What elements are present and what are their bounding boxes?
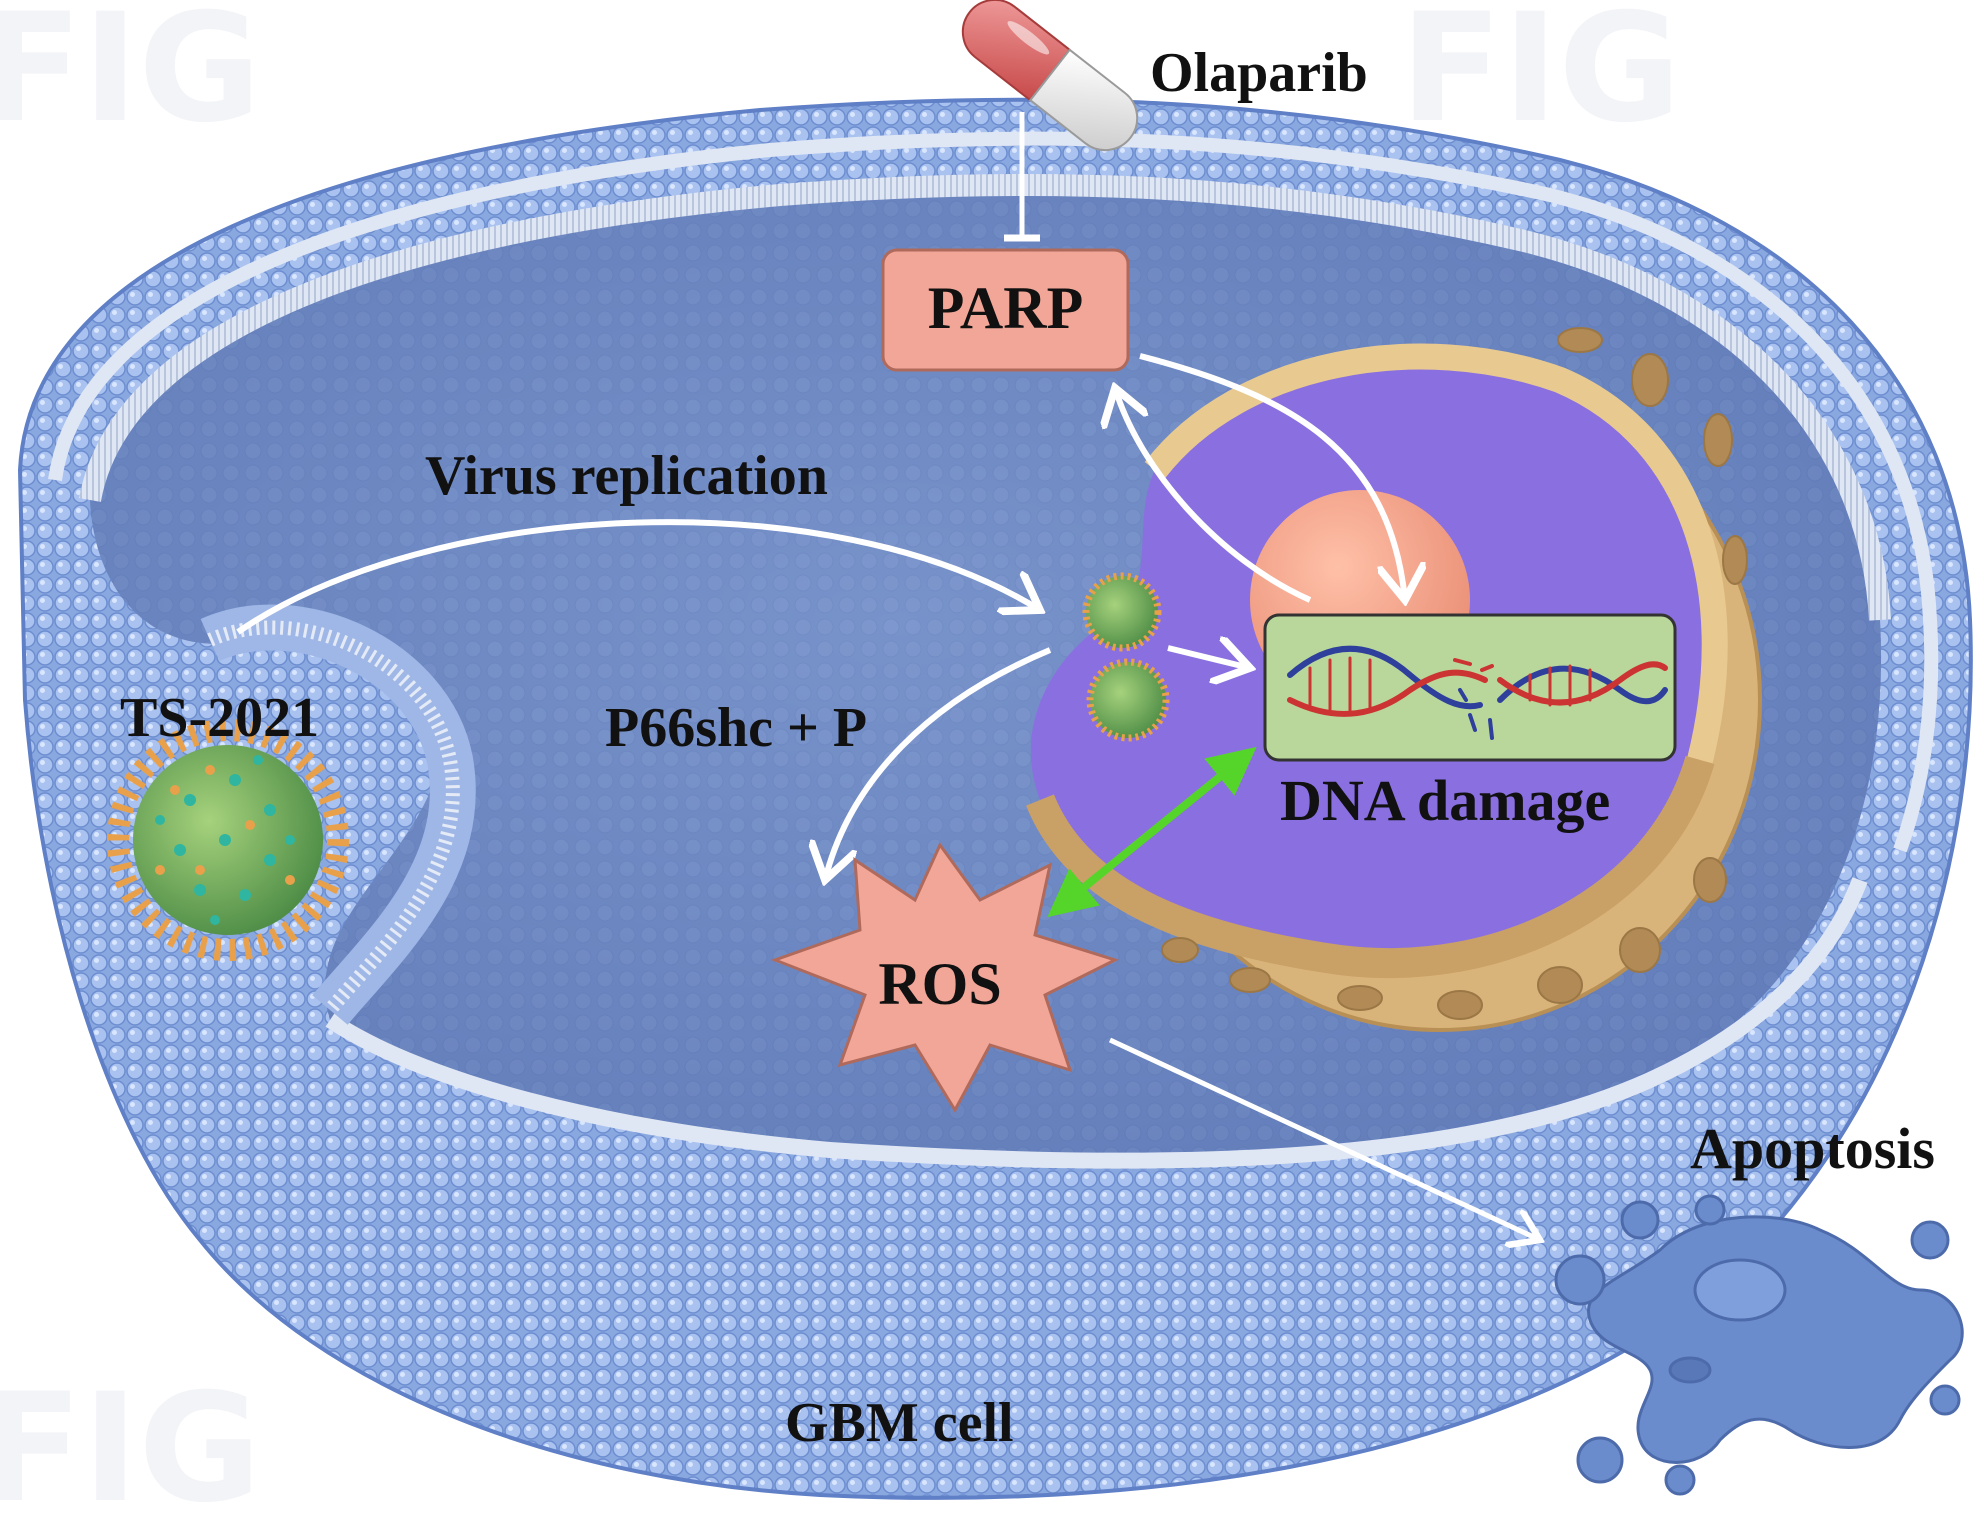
virus-replication-arrow xyxy=(236,519,1040,635)
parp-label: PARP xyxy=(927,275,1084,341)
endocytic-pocket xyxy=(200,604,476,1025)
svg-text:FIG: FIG xyxy=(0,1362,261,1516)
svg-text:FIG: FIG xyxy=(1400,0,1681,156)
ros-to-apoptosis-arrow xyxy=(1108,1037,1540,1240)
pill-icon xyxy=(961,0,1139,152)
dna-damage-box xyxy=(1263,613,1677,762)
ts2021-label: TS-2021 xyxy=(120,687,320,749)
parp-box xyxy=(881,248,1130,372)
parp-to-dna-arrow xyxy=(1139,353,1405,600)
gbm-cell-label: GBM cell xyxy=(785,1392,1014,1454)
watermark: FIG FIG FIG xyxy=(0,0,1681,1516)
virus-to-ros-arrow xyxy=(825,647,1052,880)
p66shc-label: P66shc + P xyxy=(605,697,868,759)
svg-text:FIG: FIG xyxy=(0,0,261,156)
ros-star xyxy=(770,842,1119,1114)
olaparib-label: Olaparib xyxy=(1150,42,1368,104)
dna-to-parp-arrow xyxy=(1115,388,1312,603)
dna-damage-label: DNA damage xyxy=(1280,768,1611,833)
dna-helix-icon xyxy=(1287,645,1668,740)
virus-icon xyxy=(1082,572,1170,742)
apoptotic-cell-icon xyxy=(1554,1194,1964,1496)
ts2021-virus-icon xyxy=(107,719,349,961)
ros-label: ROS xyxy=(878,951,1002,1017)
apoptosis-label: Apoptosis xyxy=(1690,1116,1935,1181)
arrows xyxy=(236,112,1540,1240)
virus-to-dna-arrow xyxy=(1167,648,1250,668)
virus-replication-label: Virus replication xyxy=(425,445,828,507)
ros-dna-bidirectional-arrow xyxy=(1047,746,1257,918)
